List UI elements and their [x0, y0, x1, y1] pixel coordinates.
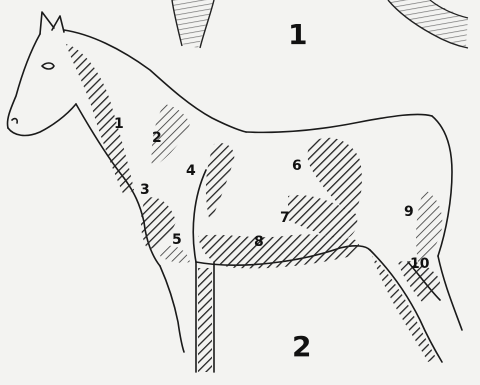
zone-label-3: 3	[140, 182, 150, 198]
figure-label-top: 1	[288, 18, 307, 51]
zone-shape-5	[160, 246, 190, 263]
zone-shape-3	[141, 197, 176, 250]
fore-leg-shade	[198, 268, 212, 372]
zone-shape-1	[66, 44, 134, 196]
top-sketch-fragment	[172, 0, 468, 48]
zone-label-4: 4	[186, 163, 196, 179]
zone-label-5: 5	[172, 232, 182, 248]
muscle-zones	[66, 44, 442, 372]
zone-shape-4	[206, 143, 234, 222]
zone-shape-9	[416, 190, 442, 262]
zone-label-10: 10	[410, 256, 430, 272]
zone-shape-8	[198, 234, 359, 268]
zone-label-8: 8	[254, 234, 264, 250]
zone-label-1: 1	[114, 116, 124, 132]
figure-label-main: 2	[292, 330, 311, 363]
zone-label-9: 9	[404, 204, 414, 220]
zone-label-7: 7	[280, 210, 290, 226]
zone-label-2: 2	[152, 130, 162, 146]
zone-label-6: 6	[292, 158, 302, 174]
